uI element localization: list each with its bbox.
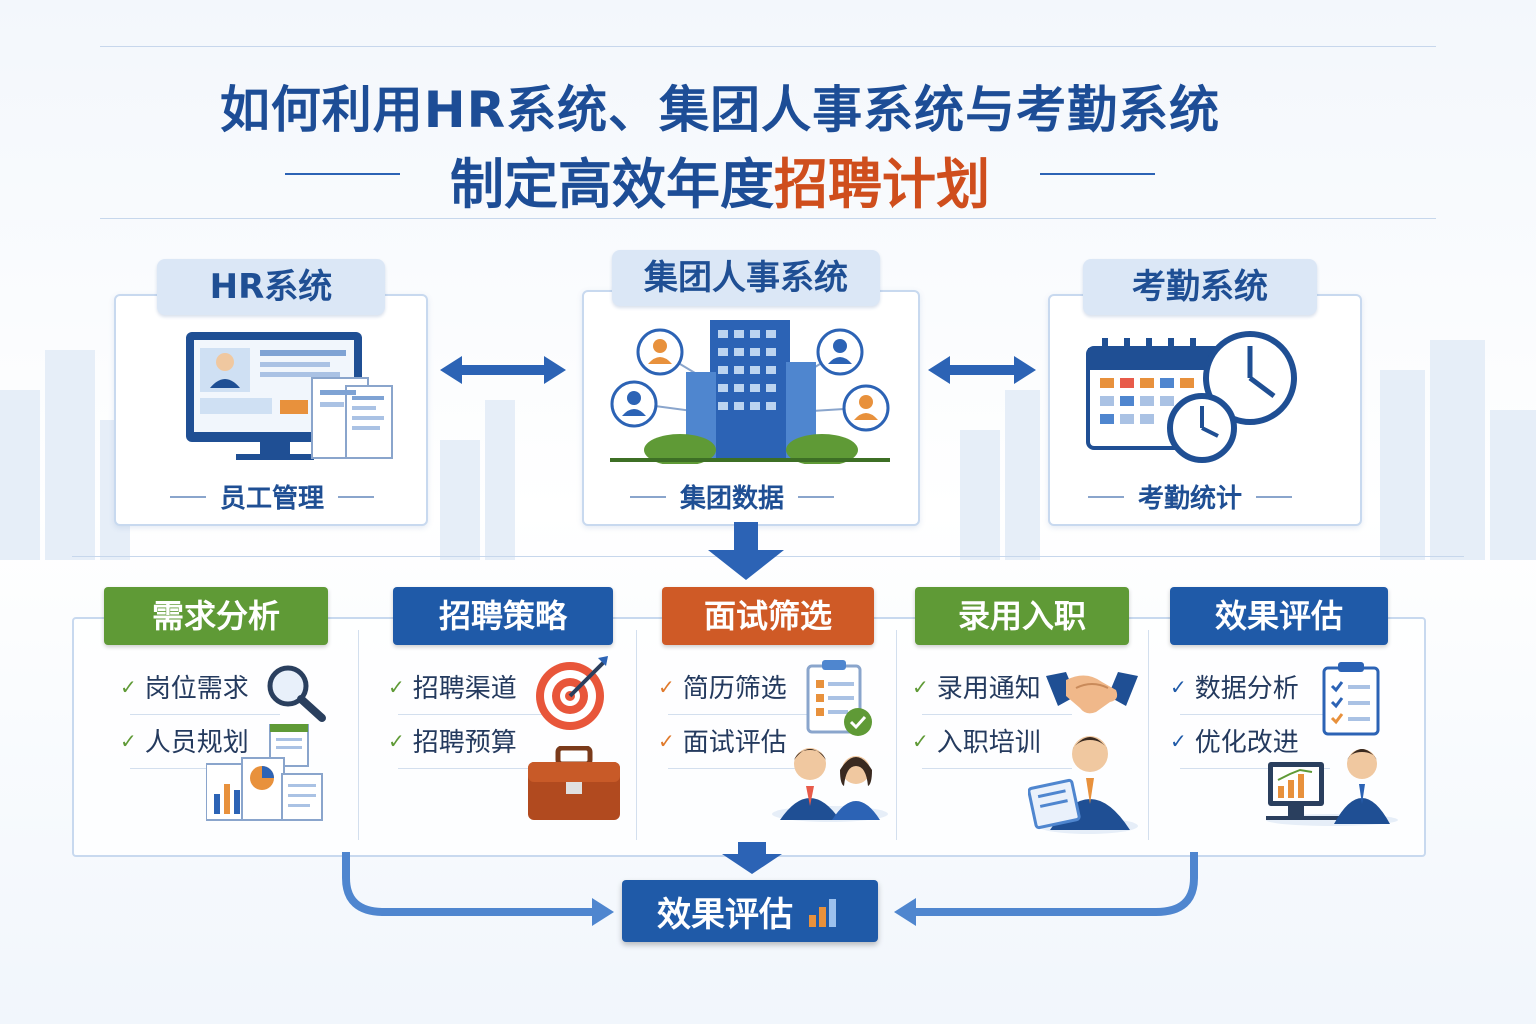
briefcase-icon — [528, 746, 620, 820]
step5-underline — [1180, 768, 1330, 769]
step4-item-2: ✓入职培训 — [912, 728, 1041, 758]
step4-underline — [922, 768, 1072, 769]
column-separator — [1148, 630, 1149, 840]
step5-underline — [1180, 714, 1330, 715]
step3-item-1: ✓简历筛选 — [658, 674, 787, 704]
group-caption-text: 集团数据 — [680, 484, 785, 514]
clipboard-check-icon — [806, 660, 872, 736]
step1-item-1: ✓岗位需求 — [120, 674, 249, 704]
bar-chart-icon — [809, 899, 836, 927]
hr-system-title: HR系统 — [157, 259, 385, 315]
step1-underline — [130, 768, 280, 769]
group-hr-system-title: 集团人事系统 — [612, 250, 880, 306]
final-evaluation-box: 效果评估 — [622, 880, 878, 942]
employee-reading-icon — [1028, 736, 1138, 834]
step-recruit-strategy: 招聘策略 — [393, 587, 613, 645]
double-arrow-icon — [440, 356, 566, 384]
charts-document-icon — [206, 724, 323, 821]
step2-underline — [398, 768, 548, 769]
calendar-clock-icon — [1086, 331, 1297, 463]
top-divider — [100, 46, 1436, 47]
interview-people-icon — [772, 748, 888, 822]
step3-underline — [668, 714, 818, 715]
step4-underline — [922, 714, 1072, 715]
page-subtitle: 制定高效年度招聘计划 — [0, 140, 1440, 219]
handshake-icon — [1046, 672, 1138, 714]
checklist-icon — [1322, 662, 1380, 736]
down-arrow-icon — [708, 522, 784, 580]
hr-system-caption: 员工管理 — [170, 478, 375, 515]
magnifier-icon — [267, 665, 326, 722]
flow-arrows — [342, 842, 1198, 926]
column-separator — [896, 630, 897, 840]
final-evaluation-label: 效果评估 — [657, 894, 793, 935]
skyline-background — [0, 340, 1536, 560]
attendance-caption-text: 考勤统计 — [1138, 484, 1243, 514]
step-hire-onboard: 录用入职 — [915, 587, 1129, 645]
office-building-network-icon — [610, 320, 890, 464]
column-separator — [636, 630, 637, 840]
step3-item-2: ✓面试评估 — [658, 728, 787, 758]
step2-item-1: ✓招聘渠道 — [388, 674, 517, 704]
computer-with-documents-icon — [186, 332, 393, 460]
attendance-system-caption: 考勤统计 — [1088, 478, 1293, 515]
subtitle-highlight: 招聘计划 — [774, 153, 990, 216]
step-interview-screening: 面试筛选 — [662, 587, 874, 645]
step-effect-evaluation: 效果评估 — [1170, 587, 1388, 645]
step-need-analysis: 需求分析 — [104, 587, 328, 645]
page-title: 如何利用HR系统、集团人事系统与考勤系统 — [219, 81, 1221, 139]
target-icon — [536, 656, 608, 730]
step2-item-2: ✓招聘预算 — [388, 728, 517, 758]
column-separator — [358, 630, 359, 840]
step1-item-2: ✓人员规划 — [120, 728, 249, 758]
step2-underline — [398, 714, 548, 715]
group-hr-system-caption: 集团数据 — [630, 478, 835, 515]
step5-item-1: ✓数据分析 — [1170, 674, 1299, 704]
double-arrow-icon — [928, 356, 1036, 384]
step5-item-2: ✓优化改进 — [1170, 728, 1299, 758]
step4-item-1: ✓录用通知 — [912, 674, 1041, 704]
analyst-monitor-icon — [1266, 749, 1398, 826]
title-left-rule — [285, 173, 400, 175]
step1-underline — [130, 714, 280, 715]
title-right-rule — [1040, 173, 1155, 175]
step3-underline — [668, 768, 818, 769]
attendance-system-title: 考勤系统 — [1083, 259, 1317, 315]
title-bottom-divider — [100, 218, 1436, 219]
hr-caption-text: 员工管理 — [220, 484, 325, 514]
subtitle-main: 制定高效年度 — [450, 153, 774, 216]
